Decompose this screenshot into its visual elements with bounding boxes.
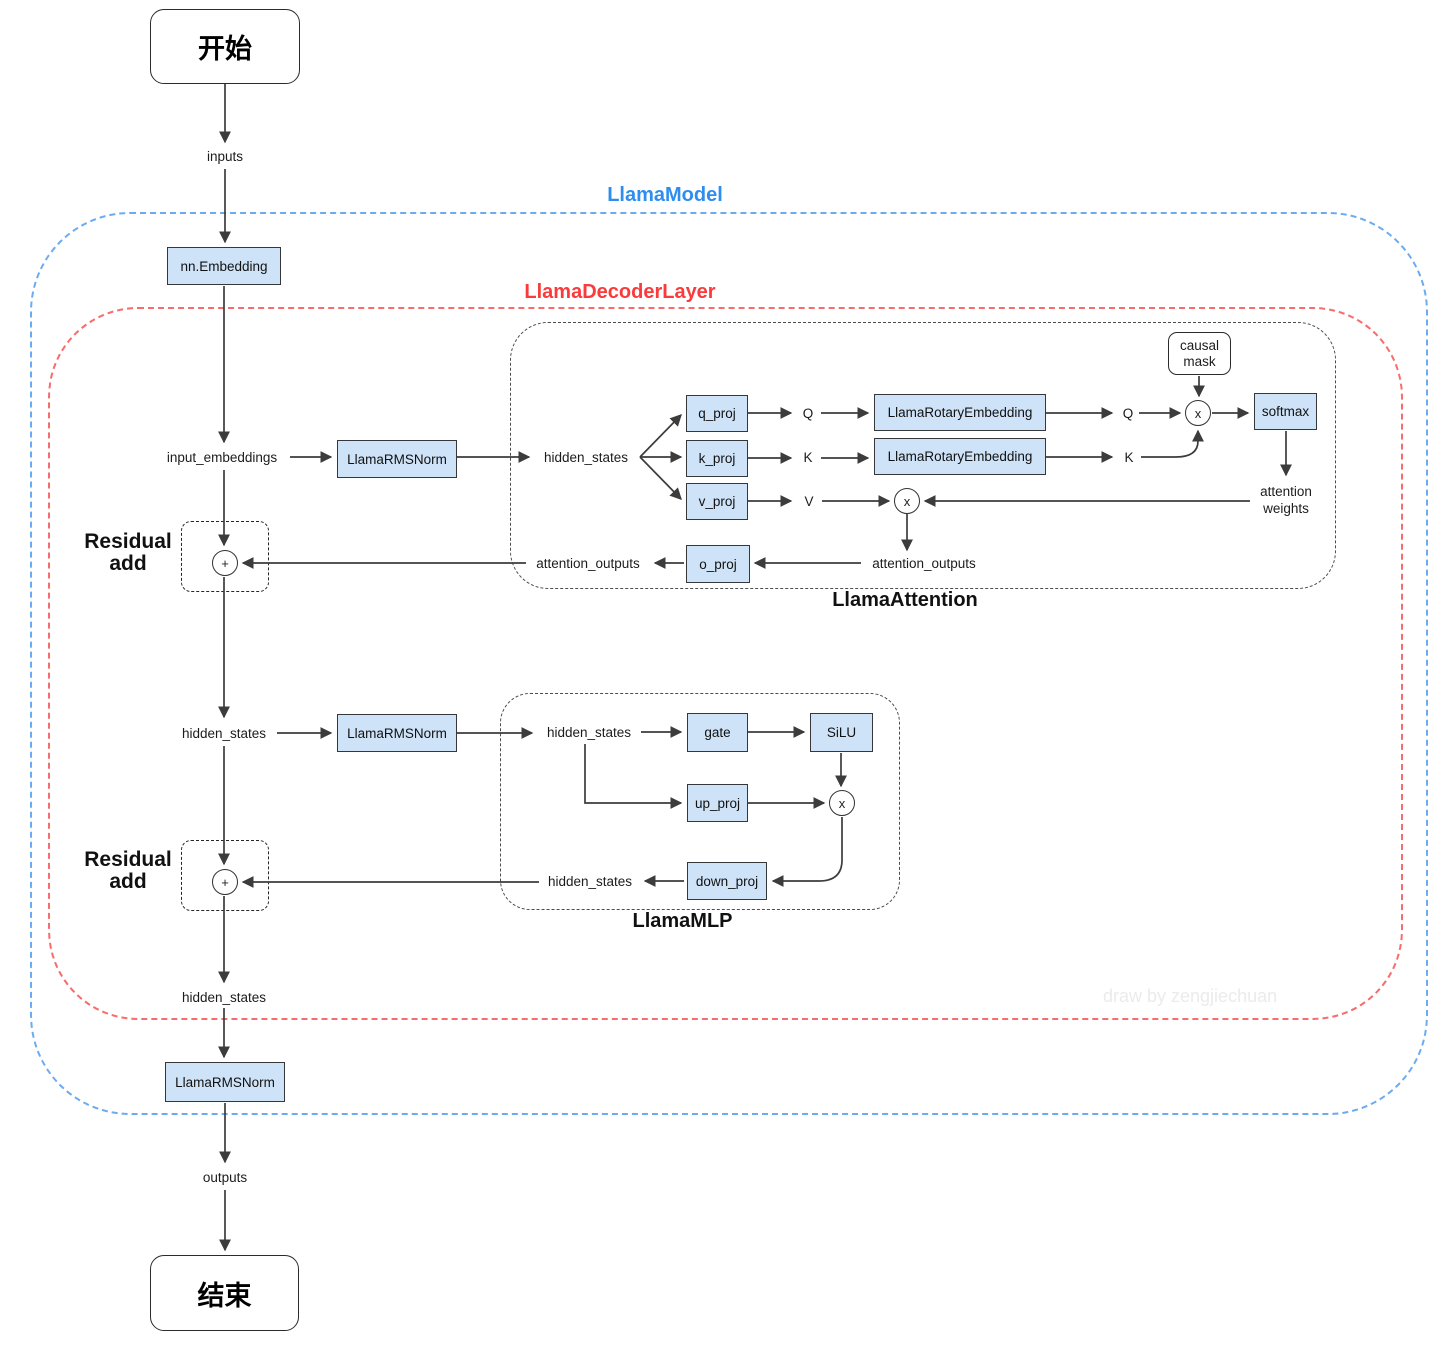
add-operator-1: + [212,550,238,576]
label-q2: Q [1122,405,1134,421]
label-hidden-states-attn-in: hidden_states [543,449,629,465]
label-outputs: outputs [202,1169,248,1185]
label-k2: K [1124,449,1134,465]
watermark: draw by zengjiechuan [1103,986,1278,1006]
end-terminal: 结束 [150,1255,299,1331]
matmul-qk-operator: x [1185,400,1211,426]
label-v1: V [804,493,814,509]
node-causal-mask: causal mask [1168,332,1231,375]
node-q-proj: q_proj [686,395,748,432]
node-silu: SiLU [810,713,873,752]
llama-mlp-title: LlamaMLP [632,910,733,932]
start-terminal: 开始 [150,9,300,84]
node-rmsnorm-attn: LlamaRMSNorm [337,440,457,478]
node-rotary-q: LlamaRotaryEmbedding [874,394,1046,431]
label-k1: K [803,449,813,465]
node-rmsnorm-mlp: LlamaRMSNorm [337,714,457,752]
label-q1: Q [802,405,814,421]
label-inputs: inputs [206,148,244,164]
add-operator-2: + [212,869,238,895]
node-softmax: softmax [1254,393,1317,430]
matmul-v-operator: x [894,488,920,514]
node-gate: gate [687,713,748,752]
llama-attention-container [510,322,1336,589]
node-up-proj: up_proj [687,784,748,822]
label-input-embeddings: input_embeddings [166,450,278,465]
residual-add-caption-1: Residual add [84,530,172,575]
mul-mlp-operator: x [829,790,855,816]
llama-model-container [30,212,1428,1115]
node-v-proj: v_proj [686,483,748,520]
node-o-proj: o_proj [686,545,750,583]
llama-decoder-title: LlamaDecoderLayer [524,281,716,303]
llama-decoder-layer-container [48,307,1403,1020]
llama-mlp-container [500,693,900,910]
label-attention-weights: attention weights [1260,484,1312,516]
label-hidden-states-mlp-out: hidden_states [547,873,633,889]
label-attention-outputs-inner: attention_outputs [872,555,976,571]
label-hidden-states-mlp-in: hidden_states [546,724,632,740]
llama-attention-title: LlamaAttention [832,589,978,611]
label-hidden-states-out: hidden_states [181,989,267,1005]
label-hidden-states-mid: hidden_states [181,725,267,741]
llama-model-title: LlamaModel [607,184,723,206]
node-k-proj: k_proj [686,440,748,477]
label-attention-outputs-outer: attention_outputs [536,555,640,571]
node-down-proj: down_proj [687,862,767,900]
node-embedding: nn.Embedding [167,247,281,285]
node-rmsnorm-final: LlamaRMSNorm [165,1062,285,1102]
node-rotary-k: LlamaRotaryEmbedding [874,438,1046,475]
residual-add-caption-2: Residual add [84,848,172,893]
